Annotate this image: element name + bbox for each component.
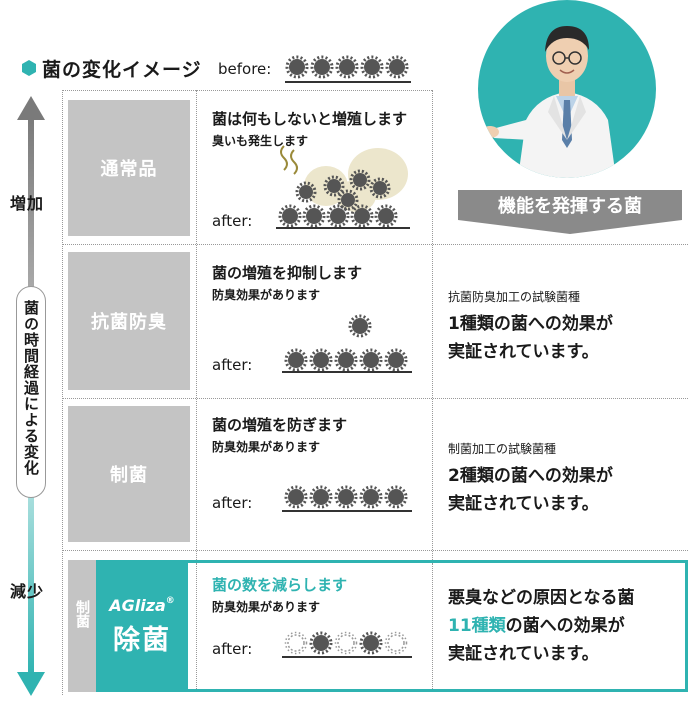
bacteria-icon (309, 348, 333, 372)
column-divider (196, 563, 197, 689)
odor-wave-icon (280, 145, 288, 171)
bacteria-icon (335, 55, 359, 79)
row-divider (62, 550, 688, 551)
bacteria-icon (359, 631, 383, 655)
dead-bacteria-icon (284, 631, 308, 655)
row-label-bacteriostatic: 制菌 (68, 406, 190, 542)
bacteria-icon (350, 204, 374, 228)
bacteria-icon (349, 169, 371, 191)
row-label-normal: 通常品 (68, 100, 190, 236)
row-title: 菌の増殖を抑制します (212, 264, 363, 282)
bacteria-icon (334, 348, 358, 372)
effect-claim-line2: 実証されています。 (448, 494, 599, 514)
column-divider (196, 90, 197, 560)
row-divider (62, 90, 432, 91)
bacteria-icon (302, 204, 326, 228)
effect-claim-line1: 2種類の菌への効果が (448, 466, 613, 486)
arrow-up-icon (17, 96, 45, 120)
arrow-down-icon (17, 672, 45, 696)
agliza-side-label: 制菌 (74, 600, 90, 628)
bacteria-icon (348, 314, 372, 338)
row-title: 菌は何もしないと増殖します (212, 110, 408, 128)
row-title: 菌の増殖を防ぎます (212, 416, 348, 434)
instructor-photo (478, 0, 656, 178)
row-title: 菌の数を減らします (212, 576, 348, 594)
row-divider (62, 398, 688, 399)
instructor-illustration (478, 26, 616, 178)
test-species-note: 抗菌防臭加工の試験菌種 (448, 290, 581, 304)
after-bacteria-row (282, 485, 412, 512)
bacteria-icon (278, 204, 302, 228)
after-label: after: (212, 640, 253, 658)
bacteria-icon (285, 55, 309, 79)
axis-decrease-label: 減少 (10, 582, 45, 601)
row-label-antibacterial-deodorant: 抗菌防臭 (68, 252, 190, 390)
bacteria-icon (359, 348, 383, 372)
agliza-label-box (96, 560, 188, 692)
row-subtitle: 防臭効果があります (212, 600, 321, 614)
before-bacteria-row (285, 55, 411, 83)
bacteria-icon (374, 204, 398, 228)
bacteria-icon (295, 181, 317, 203)
bacteria-icon (359, 485, 383, 509)
test-species-note: 制菌加工の試験菌種 (448, 442, 557, 456)
bacteria-icon (369, 177, 391, 199)
effect-claim-line2-rest: の菌への効果が (505, 616, 625, 636)
species-count-highlight: 11種類 (448, 616, 506, 636)
bacteria-icon (360, 55, 384, 79)
agliza-brand-name: AGliza (109, 596, 166, 615)
agliza-side-panel (68, 560, 96, 692)
row-label-disinfection: 除菌 (113, 625, 171, 656)
dead-bacteria-icon (384, 631, 408, 655)
axis-increase-label: 増加 (10, 194, 45, 213)
after-bacteria-cluster (276, 145, 410, 229)
row-subtitle: 臭いも発生します (212, 134, 309, 148)
after-label: after: (212, 356, 253, 374)
column-divider (62, 90, 63, 695)
function-banner-text: 機能を発揮する菌 (498, 196, 642, 217)
after-label: after: (212, 212, 253, 230)
before-label: before: (218, 60, 272, 78)
function-banner-arrow (458, 190, 682, 234)
bacteria-icon (384, 348, 408, 372)
odor-wave-icon (290, 149, 298, 175)
effect-claim-line2: 11種類の菌への効果が (448, 612, 625, 640)
after-bacteria-row (282, 631, 412, 658)
effect-claim-line2: 実証されています。 (448, 342, 599, 362)
bacteria-icon (337, 189, 359, 211)
page-title: 菌の変化イメージ (42, 59, 202, 81)
bacteria-icon (284, 348, 308, 372)
bacteria-icon (309, 485, 333, 509)
bacteria-icon (310, 55, 334, 79)
dead-bacteria-icon (334, 631, 358, 655)
agliza-brand: AGliza® (96, 596, 188, 615)
effect-claim-line3: 実証されています。 (448, 644, 599, 664)
row-subtitle: 防臭効果があります (212, 440, 321, 454)
registered-mark: ® (165, 596, 175, 606)
axis-caption-frame (16, 286, 46, 498)
after-label: after: (212, 494, 253, 512)
effect-claim-line1: 1種類の菌への効果が (448, 314, 613, 334)
bacteria-icon (334, 485, 358, 509)
bacteria-icon (284, 485, 308, 509)
row-divider (62, 244, 688, 245)
bacteria-icon (384, 485, 408, 509)
after-bacteria-row (282, 314, 412, 373)
column-divider (432, 563, 433, 689)
bacteria-icon (385, 55, 409, 79)
bacteria-icon (323, 175, 345, 197)
effect-claim-line1: 悪臭などの原因となる菌 (448, 588, 635, 608)
title-hexagon-icon (22, 60, 36, 76)
column-divider (432, 90, 433, 560)
bacteria-icon (309, 631, 333, 655)
axis-caption: 菌の時間経過による変化 (22, 300, 40, 476)
bacteria-icon (326, 204, 350, 228)
row-subtitle: 防臭効果があります (212, 288, 321, 302)
